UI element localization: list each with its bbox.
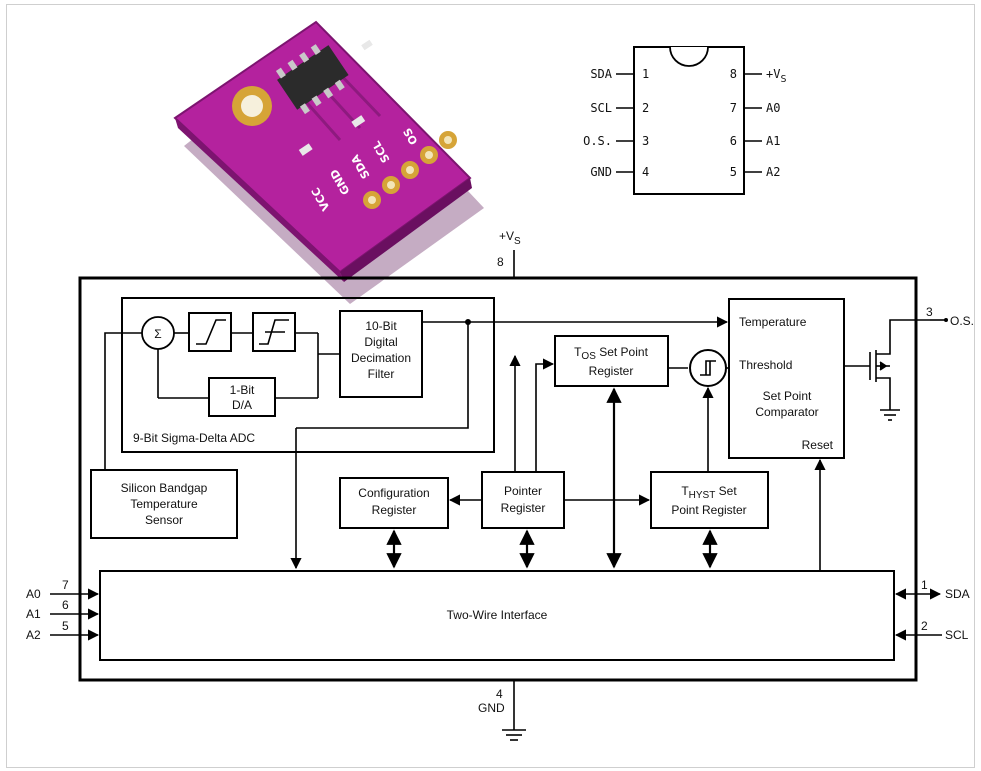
hysteresis-comparator	[690, 350, 726, 386]
dip-pin-num-2: 2	[642, 101, 649, 115]
os-pin-number: 3	[926, 305, 933, 319]
sensor-module-photo: VCC GND SDA SCL OS	[175, 22, 484, 304]
dip8-pinout: SDA SCL O.S. GND 1 2 3 4 8 7 6 5 +VS A0 …	[583, 47, 786, 194]
dip-pin-num-5: 5	[730, 165, 737, 179]
dip-pin-label-a0: A0	[766, 101, 780, 115]
dip-pin-num-3: 3	[642, 134, 649, 148]
dac-line1: 1-Bit	[230, 383, 255, 397]
comp-reset: Reset	[802, 438, 834, 452]
scl-pin-number: 2	[921, 619, 928, 633]
config-line2: Register	[372, 503, 417, 517]
dip-package	[634, 47, 744, 194]
dip-pin-label-scl: SCL	[590, 101, 612, 115]
sensor-line1: Silicon Bandgap	[121, 481, 208, 495]
pointer-register-block	[482, 472, 564, 528]
block-diagram: +VS 8 9-Bit Sigma-Delta ADC Σ 1-Bit D/A …	[26, 229, 974, 740]
sensor-line2: Temperature	[130, 497, 198, 511]
addr-pin-a2: A2	[26, 628, 41, 642]
sda-label: SDA	[945, 587, 970, 601]
vs-pin-number: 8	[497, 255, 504, 269]
comp-temperature: Temperature	[739, 315, 807, 329]
addr-pin-num-7: 7	[62, 578, 69, 592]
gnd-pin-number: 4	[496, 687, 503, 701]
dip-pin-label-a2: A2	[766, 165, 780, 179]
addr-pin-num-5: 5	[62, 619, 69, 633]
addr-pin-num-6: 6	[62, 598, 69, 612]
dip-pin-label-vs: +VS	[766, 67, 786, 85]
sda-pin-number: 1	[921, 578, 928, 592]
config-line1: Configuration	[358, 486, 429, 500]
tos-line2: Register	[589, 364, 634, 378]
dip-pin-label-gnd: GND	[590, 165, 612, 179]
addr-pin-a1: A1	[26, 607, 41, 621]
addr-pin-a0: A0	[26, 587, 41, 601]
sigma-symbol: Σ	[154, 327, 161, 341]
filter-line3: Decimation	[351, 351, 411, 365]
dip-pin-num-6: 6	[730, 134, 737, 148]
gnd-label: GND	[478, 701, 505, 715]
adc-label: 9-Bit Sigma-Delta ADC	[133, 431, 255, 445]
dip-pin-num-4: 4	[642, 165, 649, 179]
dip-pin-num-7: 7	[730, 101, 737, 115]
dac-line2: D/A	[232, 398, 252, 412]
adc-block	[122, 298, 494, 452]
dip-pin-num-1: 1	[642, 67, 649, 81]
pointer-line1: Pointer	[504, 484, 542, 498]
dip-pin-num-8: 8	[730, 67, 737, 81]
sensor-line3: Sensor	[145, 513, 183, 527]
ground-symbol	[502, 730, 526, 740]
scl-label: SCL	[945, 628, 969, 642]
filter-line1: 10-Bit	[365, 319, 397, 333]
integrator-block	[189, 313, 231, 351]
comp-threshold: Threshold	[739, 358, 792, 372]
thyst-line2: Point Register	[671, 503, 746, 517]
tos-register-block	[555, 336, 668, 386]
twi-label: Two-Wire Interface	[447, 608, 548, 622]
filter-line4: Filter	[368, 367, 395, 381]
comp-line1: Set Point	[763, 389, 812, 403]
filter-line2: Digital	[364, 335, 397, 349]
dip-pin-label-sda: SDA	[590, 67, 612, 81]
comp-line2: Comparator	[755, 405, 818, 419]
dip-pin-label-a1: A1	[766, 134, 780, 148]
dip-pin-label-os: O.S.	[583, 134, 612, 148]
pointer-line2: Register	[501, 501, 546, 515]
os-label: O.S.	[950, 314, 974, 328]
vs-label: +VS	[499, 229, 521, 247]
